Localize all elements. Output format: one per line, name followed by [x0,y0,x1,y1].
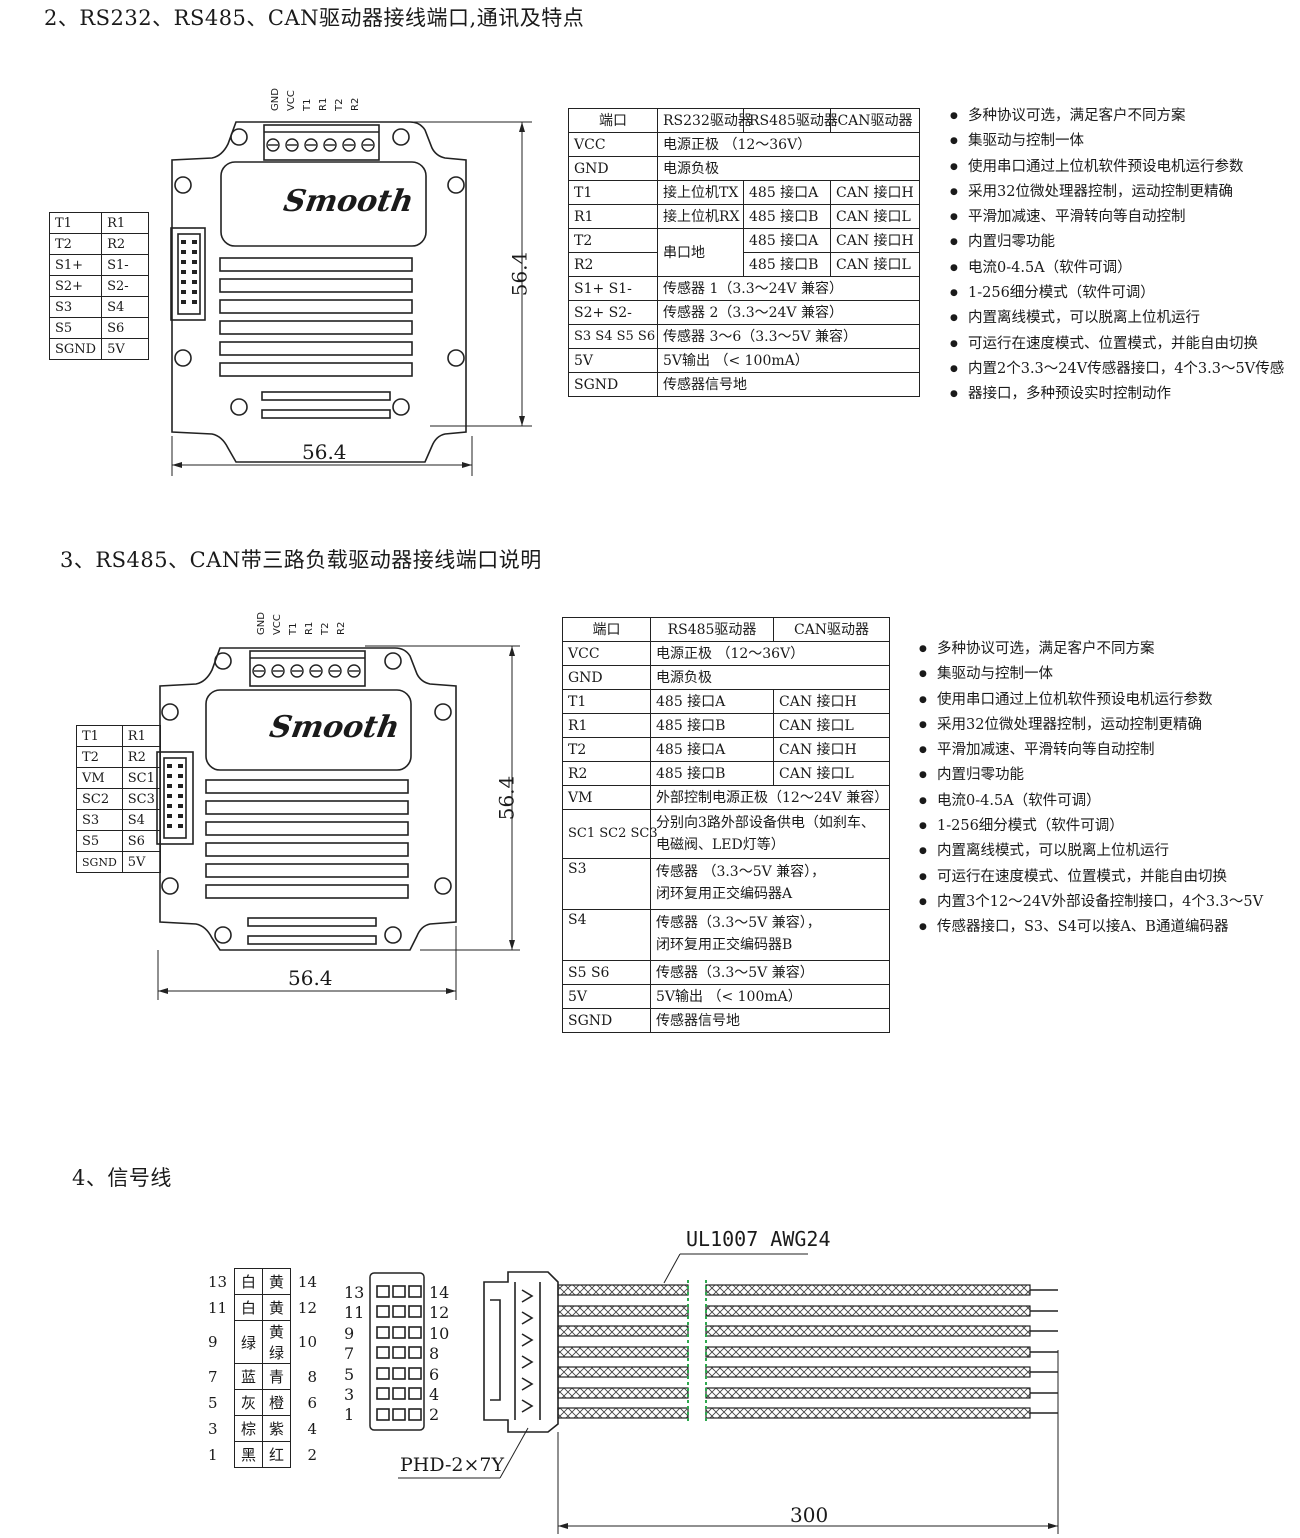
list-item: 使用串口通过上位机软件预设电机运行参数 [950,155,1284,181]
list-item: 1-256细分模式（软件可调） [919,814,1263,840]
feature-list-3: 多种协议可选，满足客户不同方案 集驱动与控制一体 使用串口通过上位机软件预设电机… [919,637,1263,941]
list-item: 电流0-4.5A（软件可调） [950,256,1284,282]
pin-face-connector [369,1272,425,1431]
list-item: 1-256细分模式（软件可调） [950,281,1284,307]
section4-title: 4、信号线 [72,1166,172,1190]
list-item: 内置归零功能 [950,230,1284,256]
label-window [220,161,427,247]
terminal-block [263,124,380,161]
list-item: 采用32位微处理器控制，运动控制更精确 [919,713,1263,739]
pin-numbers-left: 13 11 9 7 5 3 1 [344,1283,365,1425]
list-item: 电流0-4.5A（软件可调） [919,789,1263,815]
list-item: 集驱动与控制一体 [919,662,1263,688]
side-connector [170,227,206,321]
list-item: 多种协议可选，满足客户不同方案 [950,104,1284,130]
dim-width-3: 56.4 [288,966,333,990]
list-item: 内置离线模式，可以脱离上位机运行 [919,839,1263,865]
list-item: 平滑加减速、平滑转向等自动控制 [919,738,1263,764]
pin-row: S2+S2- [48,275,150,297]
connector-housing [483,1271,559,1433]
list-item: 内置离线模式，可以脱离上位机运行 [950,306,1284,332]
list-item: 内置3个12～24V外部设备控制接口，4个3.3～5V [919,890,1263,916]
pin-numbers-right: 14 12 10 8 6 4 2 [429,1283,450,1425]
list-item: 内置归零功能 [919,763,1263,789]
list-item: 集驱动与控制一体 [950,129,1284,155]
list-item: 可运行在速度模式、位置模式，并能自由切换 [950,332,1284,358]
feature-list-2: 多种协议可选，满足客户不同方案 集驱动与控制一体 使用串口通过上位机软件预设电机… [950,104,1284,408]
list-item: 多种协议可选，满足客户不同方案 [919,637,1263,663]
driver-body-outline [159,647,457,951]
terminal-block [249,650,366,687]
list-item: 使用串口通过上位机软件预设电机运行参数 [919,688,1263,714]
wire-spec-label: UL1007 AWG24 [686,1227,831,1251]
driver-body-outline [171,121,467,463]
list-item: 内置2个3.3～24V传感器接口，4个3.3～5V传感 [950,357,1284,383]
list-item: 可运行在速度模式、位置模式，并能自由切换 [919,865,1263,891]
table-row: S2+ S2-传感器 2（3.3～24V 兼容） [568,300,920,325]
dim-width-2: 56.4 [302,440,347,464]
label-window [205,689,412,771]
connector-model-label: PHD-2×7Y [400,1454,504,1476]
list-item: 传感器接口，S3、S4可以接A、B通道编码器 [919,915,1263,941]
section2-title: 2、RS232、RS485、CAN驱动器接线端口,通讯及特点 [44,6,585,30]
list-item: 采用32位微处理器控制，运动控制更精确 [950,180,1284,206]
list-item: 平滑加减速、平滑转向等自动控制 [950,205,1284,231]
list-item: 器接口，多种预设实时控制动作 [950,382,1284,408]
cable-length-label: 300 [790,1503,829,1527]
section3-title: 3、RS485、CAN带三路负载驱动器接线端口说明 [60,548,542,572]
